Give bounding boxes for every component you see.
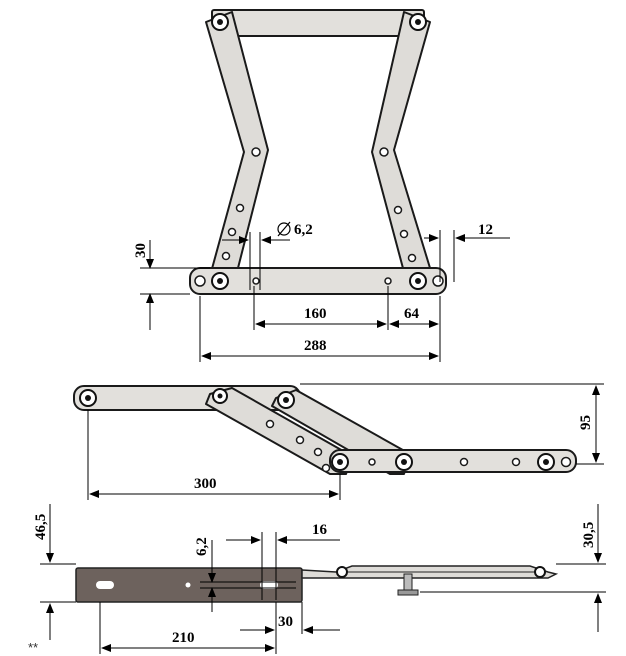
dim-30-5-label: 30,5 <box>581 522 597 548</box>
dim-46-5-label: 46,5 <box>33 514 49 540</box>
footnote-mark: ** <box>28 640 39 655</box>
dim-6-2-label: 6,2 <box>194 537 210 556</box>
dim-288-label: 288 <box>304 338 327 354</box>
left-arm <box>205 11 269 277</box>
middle-rivets <box>79 388 572 471</box>
dim-slot-16: 16 <box>226 522 340 600</box>
diameter-icon <box>277 222 291 236</box>
dim-300-label: 300 <box>194 476 217 492</box>
bottom-view: 46,5 6,2 16 30,5 <box>33 504 606 654</box>
dim-hole-diameter: 6,2 <box>222 221 313 290</box>
dim-30-label: 30 <box>133 243 149 258</box>
dim-210-label: 210 <box>172 630 195 646</box>
stud <box>403 573 413 593</box>
dim-length-300: 300 <box>87 410 341 500</box>
dim-12-label: 12 <box>478 222 493 238</box>
dim-160-label: 160 <box>304 306 327 322</box>
dim-height-30-5: 30,5 <box>420 504 606 632</box>
dim-height-6-2: 6,2 <box>194 537 296 612</box>
arm-holes <box>221 147 417 285</box>
top-rivets <box>194 13 444 290</box>
dim-64-label: 64 <box>404 306 420 322</box>
dim-95-label: 95 <box>578 415 594 430</box>
dim-offset-12: 12 <box>424 222 510 282</box>
dim-height-95: 95 <box>300 383 604 465</box>
top-view: 30 6,2 12 160 <box>133 9 510 362</box>
dim-16-label: 16 <box>312 522 328 538</box>
lower-rail <box>329 449 577 473</box>
dim-length-210-30: 210 30 <box>99 602 340 654</box>
dim-height-46-5: 46,5 <box>33 504 76 640</box>
dim-30-label-bottom: 30 <box>278 614 293 630</box>
dim-diameter-label: 6,2 <box>294 222 313 238</box>
slot-left <box>96 581 114 589</box>
dim-height-30: 30 <box>133 240 210 330</box>
slot-right <box>260 581 278 589</box>
dim-span-160-64: 160 64 288 <box>199 286 441 362</box>
middle-view: 300 95 <box>73 383 604 500</box>
middle-holes <box>265 419 521 473</box>
plate-hole <box>185 582 191 588</box>
top-crossbar <box>211 9 425 37</box>
